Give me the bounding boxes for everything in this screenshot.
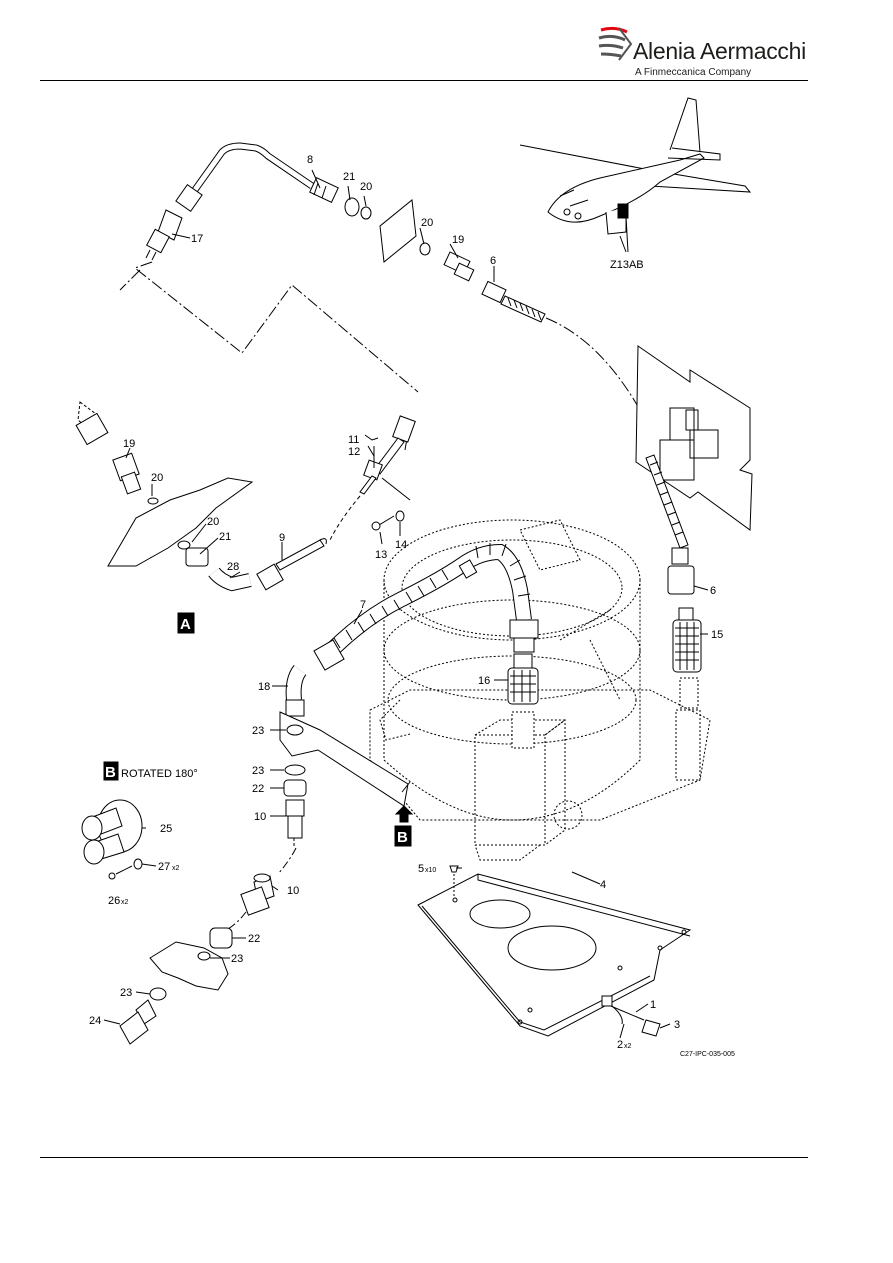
brand-name: Alenia Aermacchi <box>633 38 806 64</box>
compressor-unit <box>369 519 711 861</box>
view-b-box-2 <box>103 761 119 781</box>
callout-2: 2 <box>617 1039 623 1051</box>
callout-13: 13 <box>375 549 387 561</box>
bracket-view-b <box>279 711 411 807</box>
footer-rule <box>40 1157 808 1158</box>
callout-6-top: 6 <box>490 255 496 267</box>
callout-20-top: 20 <box>360 181 372 193</box>
nut-22-b <box>283 779 307 797</box>
pipe-8 <box>189 142 314 197</box>
callout-19-top: 19 <box>452 234 464 246</box>
callout-25: 25 <box>160 823 172 835</box>
view-b-rotated-letter: B <box>105 764 116 781</box>
callout-27: 27 <box>158 861 170 873</box>
washer-20-mid <box>419 242 431 256</box>
alenia-logo-icon <box>598 26 633 61</box>
callout-24: 24 <box>89 1015 101 1027</box>
view-a-letter: A <box>180 616 191 633</box>
callout-20-a1: 20 <box>151 472 163 484</box>
fitting-10-b <box>285 799 305 848</box>
callout-28: 28 <box>227 561 239 573</box>
union-17 <box>145 209 183 261</box>
callout-23-c2: 23 <box>120 987 132 999</box>
qty-26: x2 <box>121 899 129 906</box>
aircraft-silhouette <box>519 97 752 253</box>
header-rule <box>40 80 808 81</box>
callout-8: 8 <box>307 154 313 166</box>
tee-11-12 <box>329 415 416 541</box>
union-19-top <box>443 251 475 282</box>
adapter-16 <box>507 653 539 749</box>
callout-19-a: 19 <box>123 438 135 450</box>
callout-20-mid: 20 <box>421 217 433 229</box>
callout-10-b: 10 <box>254 811 266 823</box>
callout-21-top: 21 <box>343 171 355 183</box>
washer-20-top <box>360 206 372 220</box>
view-a-box <box>177 612 195 634</box>
view-a-assembly <box>75 401 327 592</box>
callout-23-b1: 23 <box>252 725 264 737</box>
rotated-fitting-25 <box>81 799 143 880</box>
callout-22-c: 22 <box>248 933 260 945</box>
callout-17: 17 <box>191 233 203 245</box>
screw-13-washer-14 <box>371 510 405 531</box>
hose-6-top <box>481 280 546 323</box>
nut-upper-left <box>175 183 203 213</box>
callout-7: 7 <box>360 599 366 611</box>
view-b-box-1 <box>394 825 412 847</box>
washer-23-b <box>284 764 306 776</box>
callout-18: 18 <box>258 681 270 693</box>
rotated-note: ROTATED 180° <box>121 768 198 780</box>
callout-12: 12 <box>348 446 360 458</box>
callout-20-a2: 20 <box>207 516 219 528</box>
routing-b <box>277 847 297 875</box>
callout-23-b2: 23 <box>252 765 264 777</box>
aircraft-zone-label: Z13AB <box>610 259 644 271</box>
lower-chain <box>119 873 275 1045</box>
callout-14: 14 <box>395 539 407 551</box>
hose-6-right <box>645 454 695 595</box>
qty-27: x2 <box>172 865 180 872</box>
callout-26: 26 <box>108 895 120 907</box>
callout-11: 11 <box>348 434 359 446</box>
fuel-bracket-panel <box>635 345 753 531</box>
mounting-plate-4 <box>417 865 692 1037</box>
callout-21-a: 21 <box>219 531 231 543</box>
callout-5: 5 <box>418 863 424 875</box>
callout-10-c: 10 <box>287 885 299 897</box>
callout-16: 16 <box>478 675 490 687</box>
callout-9: 9 <box>279 532 285 544</box>
figure-id: C27-IPC-035-005 <box>680 1051 735 1058</box>
filter-15 <box>672 607 702 673</box>
callout-15: 15 <box>711 629 723 641</box>
pin-1-clip-3 <box>601 995 661 1037</box>
hose-7 <box>313 543 539 671</box>
elbow-18 <box>285 665 307 717</box>
callout-6-right: 6 <box>710 585 716 597</box>
bulkhead-panel-top <box>379 199 417 263</box>
nut-8-top <box>309 177 339 203</box>
view-b-arrow <box>394 805 414 823</box>
callout-23-c1: 23 <box>231 953 243 965</box>
view-b-letter: B <box>397 829 408 846</box>
callout-3: 3 <box>674 1019 680 1031</box>
leader-lines <box>103 169 709 1039</box>
callout-22-b: 22 <box>252 783 264 795</box>
callout-1: 1 <box>650 999 656 1011</box>
nut-21-top <box>344 197 360 217</box>
qty-2: x2 <box>624 1043 632 1050</box>
brand-subtitle: A Finmeccanica Company <box>635 67 752 78</box>
callout-4: 4 <box>600 879 606 891</box>
qty-5: x10 <box>425 867 436 874</box>
